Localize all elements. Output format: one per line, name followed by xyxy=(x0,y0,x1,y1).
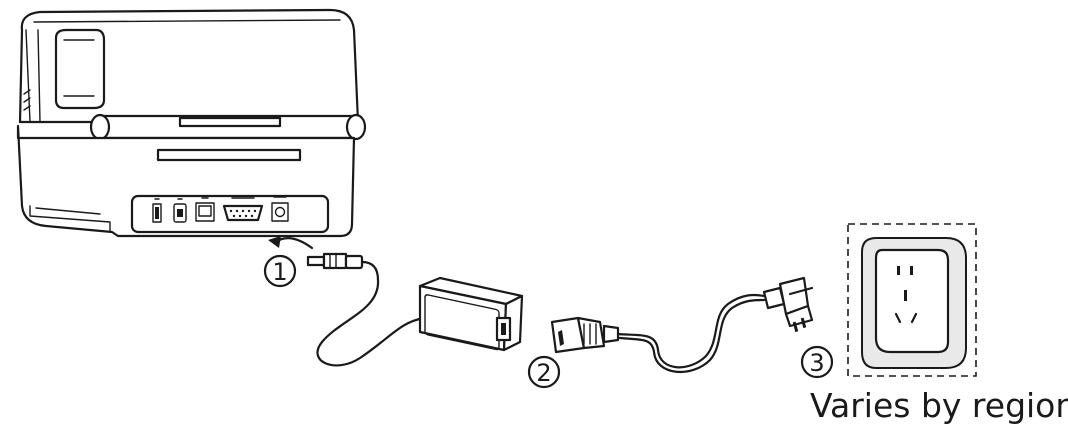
step-3-marker: 3 xyxy=(800,345,834,379)
insert-arrow xyxy=(274,237,314,250)
step-3-label: 3 xyxy=(809,349,824,377)
wall-plug xyxy=(762,276,814,333)
step-1-marker: 1 xyxy=(263,254,297,288)
region-caption: Varies by regions xyxy=(810,386,1068,425)
mains-cable xyxy=(616,293,766,369)
iec-connector xyxy=(550,316,620,354)
dc-cable xyxy=(316,278,426,367)
step-1-label: 1 xyxy=(272,258,287,286)
step-2-marker: 2 xyxy=(527,355,561,389)
step-2-label: 2 xyxy=(536,359,551,387)
power-adapter xyxy=(418,276,524,352)
wall-outlet xyxy=(847,223,977,377)
printer xyxy=(16,8,367,238)
dc-plug xyxy=(306,252,380,282)
